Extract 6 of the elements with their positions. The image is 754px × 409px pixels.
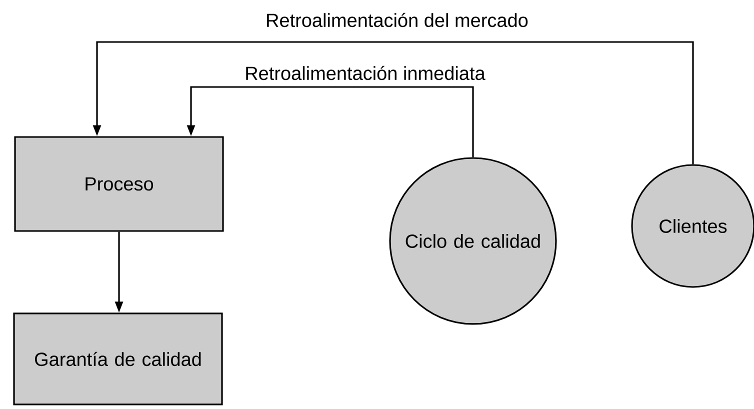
edge-label: Retroalimentación inmediata xyxy=(244,64,486,82)
circle-node: Clientes xyxy=(631,164,754,288)
circle-node: Ciclo de calidad xyxy=(389,157,557,325)
process-box: Proceso xyxy=(14,136,224,232)
edge-label: Retroalimentación del mercado xyxy=(264,12,530,28)
process-box: Garantía de calidad xyxy=(13,312,223,406)
